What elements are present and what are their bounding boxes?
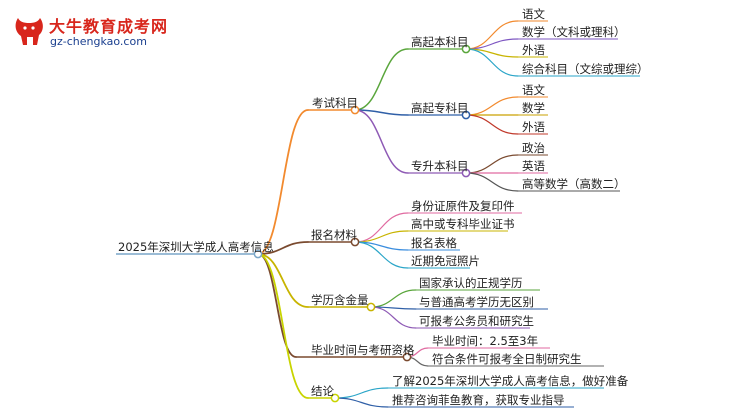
leaf-equal-to-regular: 与普通高考学历无区别 — [419, 295, 534, 309]
branch-dot-1 — [350, 237, 360, 247]
leaf-link-2-2 — [465, 172, 519, 192]
leaf-recognized-degree: 国家承认的正规学历 — [419, 276, 523, 290]
brand-logo: 大牛教育成考网 gz-chengkao.com — [4, 10, 179, 52]
leaf-conclusion-prepare: 了解2025年深圳大学成人高考信息，做好准备 — [392, 374, 629, 388]
leaf-registration-form: 报名表格 — [411, 236, 457, 250]
leaf-link-b2-2 — [370, 306, 417, 329]
branch-conclusion: 结论 — [311, 384, 334, 398]
leaf-civil-service: 可报考公务员和研究生 — [419, 314, 534, 328]
leaf-conclusion-consult: 推荐咨询菲鱼教育，获取专业指导 — [392, 393, 565, 407]
leaf-link-b2-0 — [370, 289, 417, 308]
leaf-gqz-chinese: 语文 — [522, 83, 545, 97]
leaf-link-1-0 — [465, 96, 519, 116]
branch-dot-0 — [350, 105, 360, 115]
leaf-link-b1-3 — [354, 241, 409, 269]
sub-dot-2 — [461, 168, 471, 178]
leaf-link-1-2 — [465, 114, 519, 135]
root-to-branch-0 — [257, 109, 309, 255]
leaf-gqb-comprehensive: 综合科目（文综或理综） — [522, 62, 649, 76]
logo-url: gz-chengkao.com — [50, 35, 147, 48]
leaf-link-b4-0 — [334, 387, 389, 399]
sub-dot-0 — [461, 44, 471, 54]
logo-title: 大牛教育成考网 — [49, 17, 169, 36]
branch-exam-subjects: 考试科目 — [312, 96, 358, 110]
bull-logo-icon — [15, 18, 43, 45]
exam-to-sub-0 — [354, 48, 409, 111]
leaf-zsb-advanced-math: 高等数学（高数二） — [522, 177, 626, 191]
sub-gaoqizhuan: 高起专科目 — [411, 101, 469, 115]
exam-to-sub-1 — [354, 109, 409, 116]
leaf-link-b1-1 — [354, 230, 409, 243]
branch-dot-4 — [330, 393, 340, 403]
root-to-branch-2 — [257, 253, 309, 308]
root-node: 2025年深圳大学成人高考信息 — [118, 240, 274, 254]
branch-registration-materials: 报名材料 — [311, 228, 357, 242]
leaf-gqb-chinese: 语文 — [522, 7, 545, 21]
root-to-branch-1 — [257, 241, 309, 255]
leaf-graduation-duration: 毕业时间：2.5至3年 — [432, 334, 539, 348]
leaf-gqb-math: 数学（文科或理科） — [522, 25, 626, 39]
sub-gaoqiben: 高起本科目 — [411, 35, 469, 49]
leaf-gqb-foreign-language: 外语 — [522, 43, 545, 57]
leaf-gqz-math: 数学 — [522, 101, 545, 115]
leaf-id-card: 身份证原件及复印件 — [411, 199, 515, 213]
branch-degree-value: 学历含金量 — [311, 293, 369, 307]
leaf-gqz-foreign-language: 外语 — [522, 120, 545, 134]
branch-graduation-time: 毕业时间与考研资格 — [311, 343, 415, 357]
leaf-link-0-3 — [465, 48, 519, 77]
leaf-link-0-0 — [465, 20, 519, 50]
sub-dot-1 — [461, 110, 471, 120]
leaf-photo: 近期免冠照片 — [411, 254, 480, 268]
branch-dot-3 — [402, 352, 412, 362]
root-to-branch-4 — [257, 253, 309, 399]
exam-to-sub-2 — [354, 109, 409, 174]
leaf-link-b1-0 — [354, 212, 409, 243]
leaf-link-2-0 — [465, 154, 519, 174]
leaf-zsb-politics: 政治 — [522, 141, 545, 155]
leaf-diploma: 高中或专科毕业证书 — [411, 217, 515, 231]
leaf-link-b4-1 — [334, 397, 389, 408]
root-node-dot — [253, 249, 263, 259]
leaf-postgraduate-eligibility: 符合条件可报考全日制研究生 — [432, 352, 582, 366]
branch-dot-2 — [366, 302, 376, 312]
sub-zhuanshengben: 专升本科目 — [411, 159, 469, 173]
leaf-zsb-english: 英语 — [522, 159, 545, 173]
